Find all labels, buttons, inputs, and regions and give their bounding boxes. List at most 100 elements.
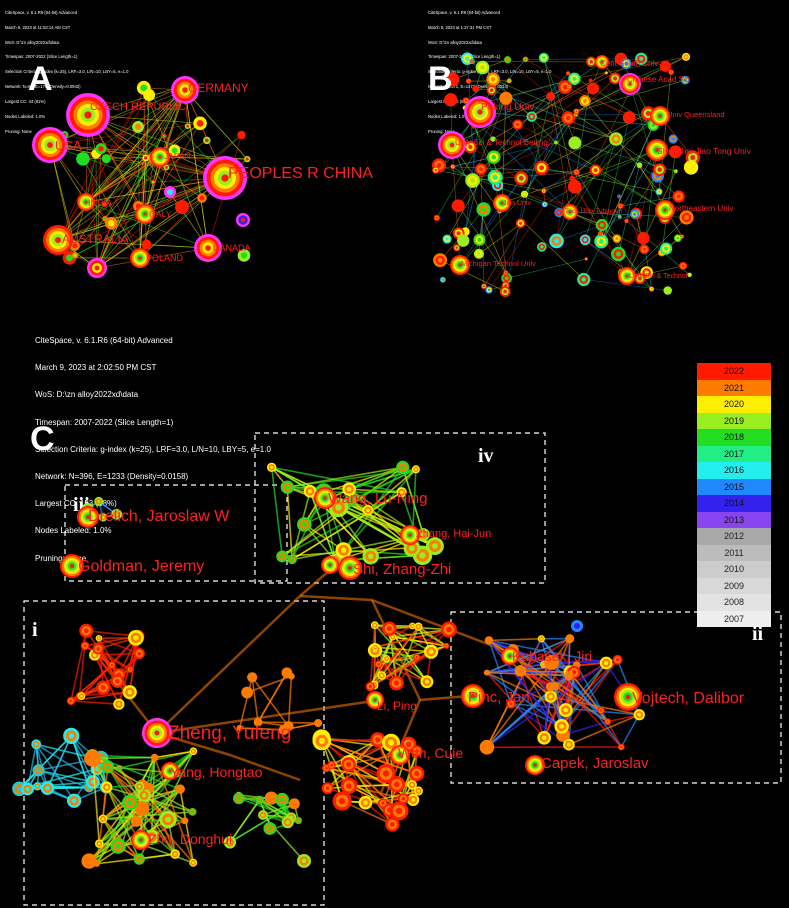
network-node [96,680,111,695]
node-ring [414,467,418,471]
panel-c-meta: CiteSpace, v. 6.1.R6 (64-bit) Advanced M… [35,318,271,581]
network-node [342,482,356,497]
network-edge [492,78,576,116]
network-edge [395,626,420,684]
node-label: Peking Univ [481,102,534,113]
node-ring [146,92,153,99]
network-node [534,160,549,175]
network-node [77,692,86,700]
author-node [338,556,362,580]
network-edge [144,134,242,215]
network-node [469,58,475,65]
network-node [258,810,268,820]
node-ring [468,144,473,150]
network-node [253,717,263,727]
network-edge [349,488,402,494]
node-ring [496,170,498,172]
node-label: GERMANY [188,81,249,95]
network-node [514,171,529,186]
meta-line: March 9, 2023 at 2:02:50 PM CST [35,363,157,373]
network-node [660,242,673,255]
network-node [617,194,621,199]
network-node [283,721,294,732]
node-ring [66,254,73,262]
network-node [358,795,373,810]
network-edge [576,79,686,112]
node-label: Li, Ping [377,699,417,713]
node-ring [92,653,97,657]
node-ring [461,238,466,243]
node-ring [471,694,475,698]
node-ring [108,220,115,227]
network-edge [96,247,209,269]
node-ring [348,566,352,570]
node-ring [642,247,647,251]
node-ring [589,79,592,81]
node-ring [583,238,587,242]
author-node [461,684,485,708]
network-node [414,622,423,631]
node-ring [375,737,381,743]
network-node [71,252,79,259]
network-node [189,747,198,756]
node-ring [153,756,156,759]
network-node [164,186,176,198]
network-node [433,253,448,268]
network-node [372,644,379,651]
network-node [321,782,334,795]
network-edge [541,86,566,168]
network-node [650,106,670,126]
node-ring [401,796,406,801]
node-label: INDIA [88,198,112,208]
node-ring [485,671,488,674]
network-edge [459,193,525,266]
node-ring [637,712,642,717]
node-ring [625,274,629,278]
node-ring [568,85,570,88]
network-edge [251,676,290,727]
network-node [624,218,629,224]
legend-year-2022: 2022 [697,363,771,380]
network-edge [488,204,546,291]
node-ring [183,819,187,822]
network-node [526,111,537,122]
node-ring [456,231,461,236]
network-edge [74,213,146,247]
network-node [297,853,311,868]
node-label: PEOPLES R CHINA [228,165,373,182]
node-label: Michigan Technol Univ [461,259,536,268]
network-node [134,801,150,816]
node-ring [368,684,372,689]
node-ring [417,625,420,629]
network-node [636,162,643,169]
network-node [409,622,416,630]
node-ring [178,787,182,791]
network-node [396,487,407,498]
network-node [567,179,582,194]
node-ring [549,659,555,665]
network-node [522,56,529,63]
node-ring [671,137,675,141]
author-node [400,525,420,545]
node-ring [143,156,148,160]
network-edge [184,89,248,160]
node-ring [96,646,101,651]
network-edge [26,744,37,790]
network-node [223,836,237,849]
node-ring [549,94,553,98]
network-edge [57,94,150,241]
network-node [189,858,198,867]
network-node [122,794,138,811]
node-ring [487,638,491,642]
node-ring [373,623,377,627]
node-ring [290,557,294,561]
network-node [370,621,379,630]
network-edge [584,138,617,240]
node-ring [571,177,574,180]
node-ring [328,563,332,567]
network-edge [96,177,226,269]
network-edge [375,628,450,648]
network-node [79,623,94,638]
network-edge [629,83,659,177]
